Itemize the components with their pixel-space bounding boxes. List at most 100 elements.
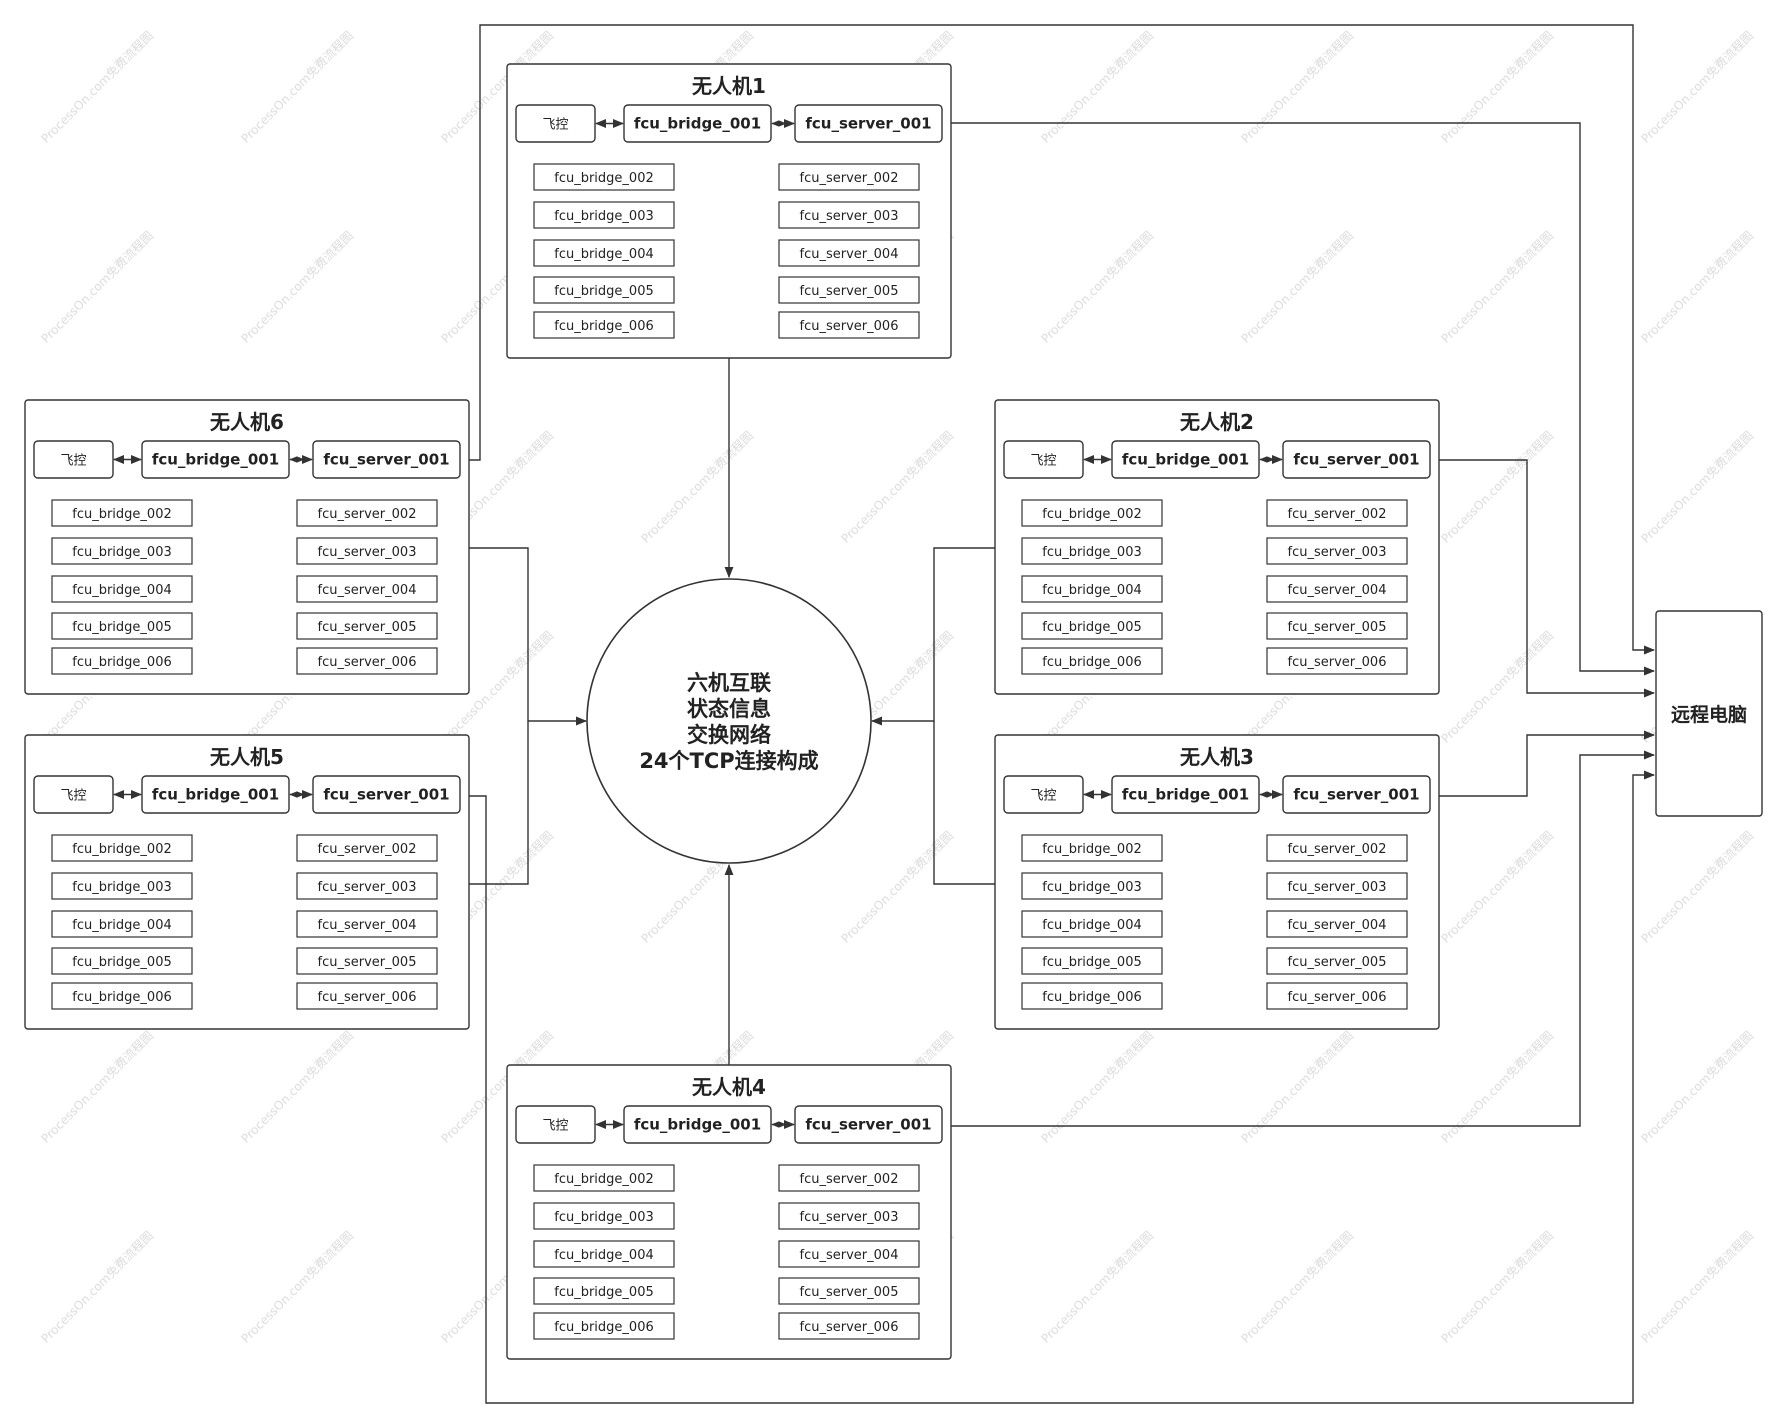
drone3-server-item-label: fcu_server_002 xyxy=(1288,842,1387,857)
drone5-bridge-item xyxy=(51,872,193,900)
drone6-main-bridge-label: fcu_bridge_001 xyxy=(152,451,279,469)
drone4-main-server-label: fcu_server_001 xyxy=(805,1116,931,1134)
drone3-title: 无人机3 xyxy=(1180,745,1254,769)
drone4-flight-controller-box xyxy=(515,1105,596,1144)
drone3-to-hub-link xyxy=(933,721,995,885)
drone3-bridge-item xyxy=(1021,910,1163,938)
drone2-server-item-label: fcu_server_004 xyxy=(1288,583,1387,598)
watermark-text: ProcessOn.com免费流程图 xyxy=(1638,828,1756,946)
watermark-text: ProcessOn.com免费流程图 xyxy=(1238,228,1356,346)
drone6-bridge-item-label: fcu_bridge_003 xyxy=(72,545,172,560)
drone5-bridge-item-label: fcu_bridge_003 xyxy=(72,880,172,895)
drone2-flight-controller-label: 飞控 xyxy=(1030,454,1056,469)
drone3-main-bridge-label: fcu_bridge_001 xyxy=(1122,786,1249,804)
drone1-bridge-item xyxy=(533,201,675,229)
hub-label-line-2: 状态信息 xyxy=(687,697,771,721)
drone1-bridge-item-label: fcu_bridge_002 xyxy=(554,171,654,186)
drone2-bridge-item-label: fcu_bridge_002 xyxy=(1042,507,1142,522)
drone4-server-item xyxy=(778,1202,920,1230)
hub-label-line-3: 交换网络 xyxy=(687,723,771,747)
drone3-bridge-item xyxy=(1021,872,1163,900)
drone4-bridge-item-label: fcu_bridge_006 xyxy=(554,1320,654,1335)
drone5-flight-controller-label: 飞控 xyxy=(60,789,86,804)
hub-label-line-4: 24个TCP连接构成 xyxy=(639,749,818,773)
drone2-bridge-item xyxy=(1021,537,1163,565)
drone6-main-bridge-box xyxy=(141,440,290,479)
drone5-server-item xyxy=(296,872,438,900)
drone4-server-item xyxy=(778,1240,920,1268)
watermark-text: ProcessOn.com免费流程图 xyxy=(1638,1028,1756,1146)
drone3-server-item xyxy=(1266,872,1408,900)
drone2-server-item xyxy=(1266,612,1408,640)
drone1-server-item xyxy=(778,201,920,229)
drone1-main-bridge-box xyxy=(623,104,772,143)
drone5-server-item xyxy=(296,834,438,862)
drone6-main-server-box xyxy=(312,440,461,479)
drone4-server-item xyxy=(778,1277,920,1305)
drone4-server-item-label: fcu_server_004 xyxy=(800,1248,899,1263)
drone3-main-server-label: fcu_server_001 xyxy=(1293,786,1419,804)
drone2-to-hub-link xyxy=(870,547,995,726)
drone2-server-item-label: fcu_server_006 xyxy=(1288,655,1387,670)
drone6-flight-controller-box xyxy=(33,440,114,479)
watermark-text: ProcessOn.com免费流程图 xyxy=(1238,1228,1356,1346)
drone4-main-server-box xyxy=(794,1105,943,1144)
drone-layer: 无人机1 飞控 fcu_bridge_001 fcu_server_001 fcu_br… xyxy=(24,63,1440,1360)
drone2-title: 无人机2 xyxy=(1180,410,1254,434)
drone6-server-item xyxy=(296,537,438,565)
drone1-flight-controller-label: 飞控 xyxy=(542,118,568,133)
drone2-server-item-label: fcu_server_002 xyxy=(1288,507,1387,522)
drone3-bridge-item xyxy=(1021,982,1163,1010)
watermark-text: ProcessOn.com免费流程图 xyxy=(1438,428,1556,546)
drone2-server-item-label: fcu_server_003 xyxy=(1288,545,1387,560)
drone4-bridge-item xyxy=(533,1240,675,1268)
drone4-bridge-item xyxy=(533,1202,675,1230)
drone6-bridge-item xyxy=(51,575,193,603)
drone1-main-server-label: fcu_server_001 xyxy=(805,115,931,133)
drone5-server-item-label: fcu_server_002 xyxy=(318,842,417,857)
watermark-text: ProcessOn.com免费流程图 xyxy=(38,28,156,146)
drone1-server-item xyxy=(778,311,920,339)
hub-label-line-1: 六机互联 xyxy=(687,671,771,695)
watermark-text: ProcessOn.com免费流程图 xyxy=(1438,1228,1556,1346)
drone1-bridge-item-label: fcu_bridge_003 xyxy=(554,209,654,224)
drone5-server-item xyxy=(296,982,438,1010)
drone1-title: 无人机1 xyxy=(692,74,766,98)
drone5-bridge-item-label: fcu_bridge_004 xyxy=(72,918,172,933)
watermark-text: ProcessOn.com免费流程图 xyxy=(838,828,956,946)
drone4-bridge-item-label: fcu_bridge_005 xyxy=(554,1285,654,1300)
drone5-bridge-item-label: fcu_bridge_006 xyxy=(72,990,172,1005)
drone4-bridge-item-label: fcu_bridge_002 xyxy=(554,1172,654,1187)
drone4-server-item xyxy=(778,1312,920,1340)
drone2-bridge-item xyxy=(1021,612,1163,640)
drone6-flight-controller-label: 飞控 xyxy=(60,454,86,469)
drone4-server-item-label: fcu_server_002 xyxy=(800,1172,899,1187)
drone5-main-server-box xyxy=(312,775,461,814)
watermark-text: ProcessOn.com免费流程图 xyxy=(1038,228,1156,346)
drone3-server-item-label: fcu_server_005 xyxy=(1288,955,1387,970)
drone2-server-item-label: fcu_server_005 xyxy=(1288,620,1387,635)
drone3-bridge-item-label: fcu_bridge_003 xyxy=(1042,880,1142,895)
drone6-bridge-item xyxy=(51,612,193,640)
drone2-bridge-item-label: fcu_bridge_005 xyxy=(1042,620,1142,635)
drone6-main-server-label: fcu_server_001 xyxy=(323,451,449,469)
watermark-text: ProcessOn.com免费流程图 xyxy=(38,1228,156,1346)
drone1-bridge-item xyxy=(533,239,675,267)
drone2-server-item xyxy=(1266,537,1408,565)
watermark-text: ProcessOn.com免费流程图 xyxy=(1638,428,1756,546)
drone6-server-item-label: fcu_server_006 xyxy=(318,655,417,670)
drone3-server-item-label: fcu_server_006 xyxy=(1288,990,1387,1005)
network-hub: 六机互联 状态信息 交换网络 24个TCP连接构成 xyxy=(586,578,872,864)
drone4-flight-controller-label: 飞控 xyxy=(542,1119,568,1134)
watermark-text: ProcessOn.com免费流程图 xyxy=(1638,28,1756,146)
drone4-bridge-item-label: fcu_bridge_003 xyxy=(554,1210,654,1225)
remote-pc: 远程电脑 xyxy=(1655,610,1763,817)
watermark-text: ProcessOn.com免费流程图 xyxy=(838,428,956,546)
drone5-server-item-label: fcu_server_006 xyxy=(318,990,417,1005)
drone5-server-item-label: fcu_server_004 xyxy=(318,918,417,933)
watermark-text: ProcessOn.com免费流程图 xyxy=(1038,28,1156,146)
drone2-bridge-item xyxy=(1021,647,1163,675)
